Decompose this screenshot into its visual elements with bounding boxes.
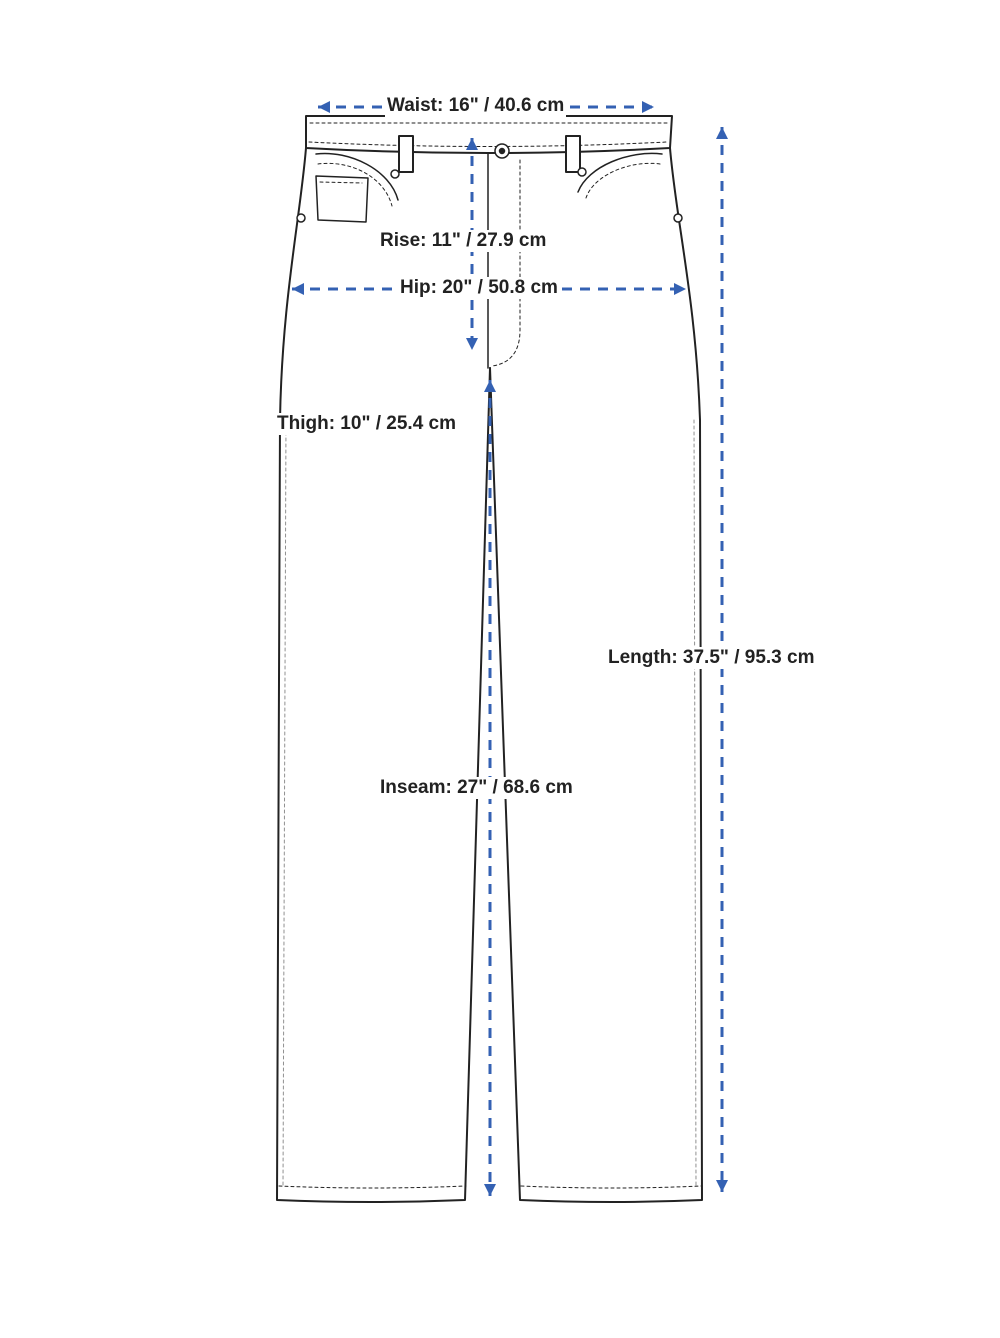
- hardware: [296, 143, 683, 223]
- right-front-pocket: [577, 152, 663, 193]
- length-arrowhead-icon: [716, 127, 728, 139]
- rise-label: Rise: 11" / 27.9 cm: [378, 230, 549, 252]
- left-leg-outline: [276, 147, 491, 1203]
- inseam-label: Inseam: 27" / 68.6 cm: [378, 777, 575, 799]
- length-arrowhead-icon: [716, 1180, 728, 1192]
- waistband: [305, 115, 673, 154]
- rivet-icon: [673, 213, 683, 223]
- coin-pocket-icon: [315, 175, 369, 223]
- hip-arrowhead-icon: [292, 283, 304, 295]
- hip-label: Hip: 20" / 50.8 cm: [398, 277, 560, 299]
- inseam-arrowhead-icon: [484, 1184, 496, 1196]
- rivet-icon: [390, 169, 400, 179]
- left-front-pocket: [315, 152, 399, 201]
- waist-arrowhead-icon: [642, 101, 654, 113]
- rivet-icon: [296, 213, 306, 223]
- waist-arrowhead-icon: [318, 101, 330, 113]
- belt-loop-left: [398, 135, 414, 173]
- inseam-arrowhead-icon: [484, 380, 496, 392]
- belt-loop-right: [565, 135, 581, 173]
- right-leg-outline: [489, 147, 703, 1203]
- hip-arrowhead-icon: [674, 283, 686, 295]
- waist-label: Waist: 16" / 40.6 cm: [385, 95, 567, 117]
- length-label: Length: 37.5" / 95.3 cm: [606, 647, 817, 669]
- thigh-label: Thigh: 10" / 25.4 cm: [275, 413, 459, 435]
- rivet-icon: [577, 167, 587, 177]
- rise-arrowhead-icon: [466, 338, 478, 350]
- rise-arrowhead-icon: [466, 138, 478, 150]
